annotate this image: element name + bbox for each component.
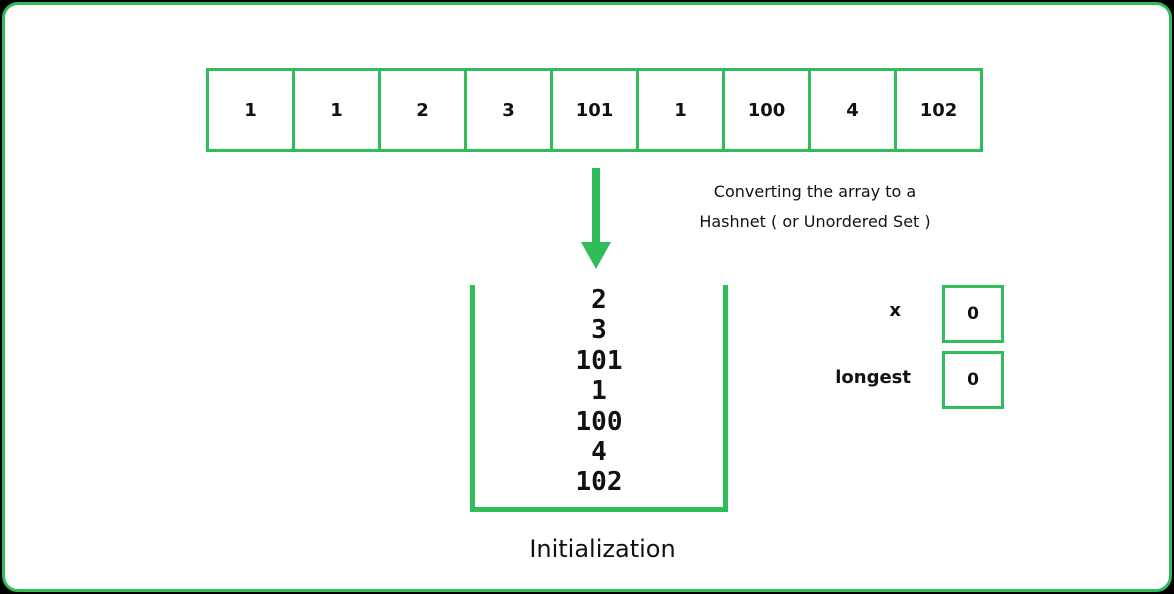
set-value: 2 <box>591 285 607 315</box>
set-value: 3 <box>591 315 607 346</box>
arrow-down-icon <box>581 168 611 269</box>
array-cell: 4 <box>808 68 897 152</box>
set-value: 102 <box>575 467 623 498</box>
array-cell: 1 <box>636 68 725 152</box>
array-cell: 1 <box>292 68 381 152</box>
hash-set-values: 2 3 101 1 100 4 102 <box>475 285 723 498</box>
caption-line-1: Converting the array to a <box>713 182 917 201</box>
set-value: 4 <box>591 437 607 468</box>
set-value: 100 <box>575 406 623 437</box>
step-title: Initialization <box>529 535 676 563</box>
variable-longest-label: longest <box>835 367 911 388</box>
array-cell: 3 <box>464 68 553 152</box>
array-cell: 100 <box>722 68 811 152</box>
variable-x-value: 0 <box>942 285 1004 343</box>
caption-line-2: Hashnet ( or Unordered Set ) <box>699 212 931 231</box>
array-cell: 101 <box>550 68 639 152</box>
hash-set-container: 2 3 101 1 100 4 102 <box>470 285 728 512</box>
set-value: 1 <box>591 376 607 407</box>
set-value: 101 <box>575 345 623 376</box>
variable-x-label: x <box>889 300 901 321</box>
array-cell: 1 <box>206 68 295 152</box>
input-array: 1 1 2 3 101 1 100 4 102 <box>206 68 983 152</box>
conversion-caption: Converting the array to a Hashnet ( or U… <box>665 177 965 237</box>
variable-longest-value: 0 <box>942 351 1004 409</box>
array-cell: 102 <box>894 68 983 152</box>
array-cell: 2 <box>378 68 467 152</box>
